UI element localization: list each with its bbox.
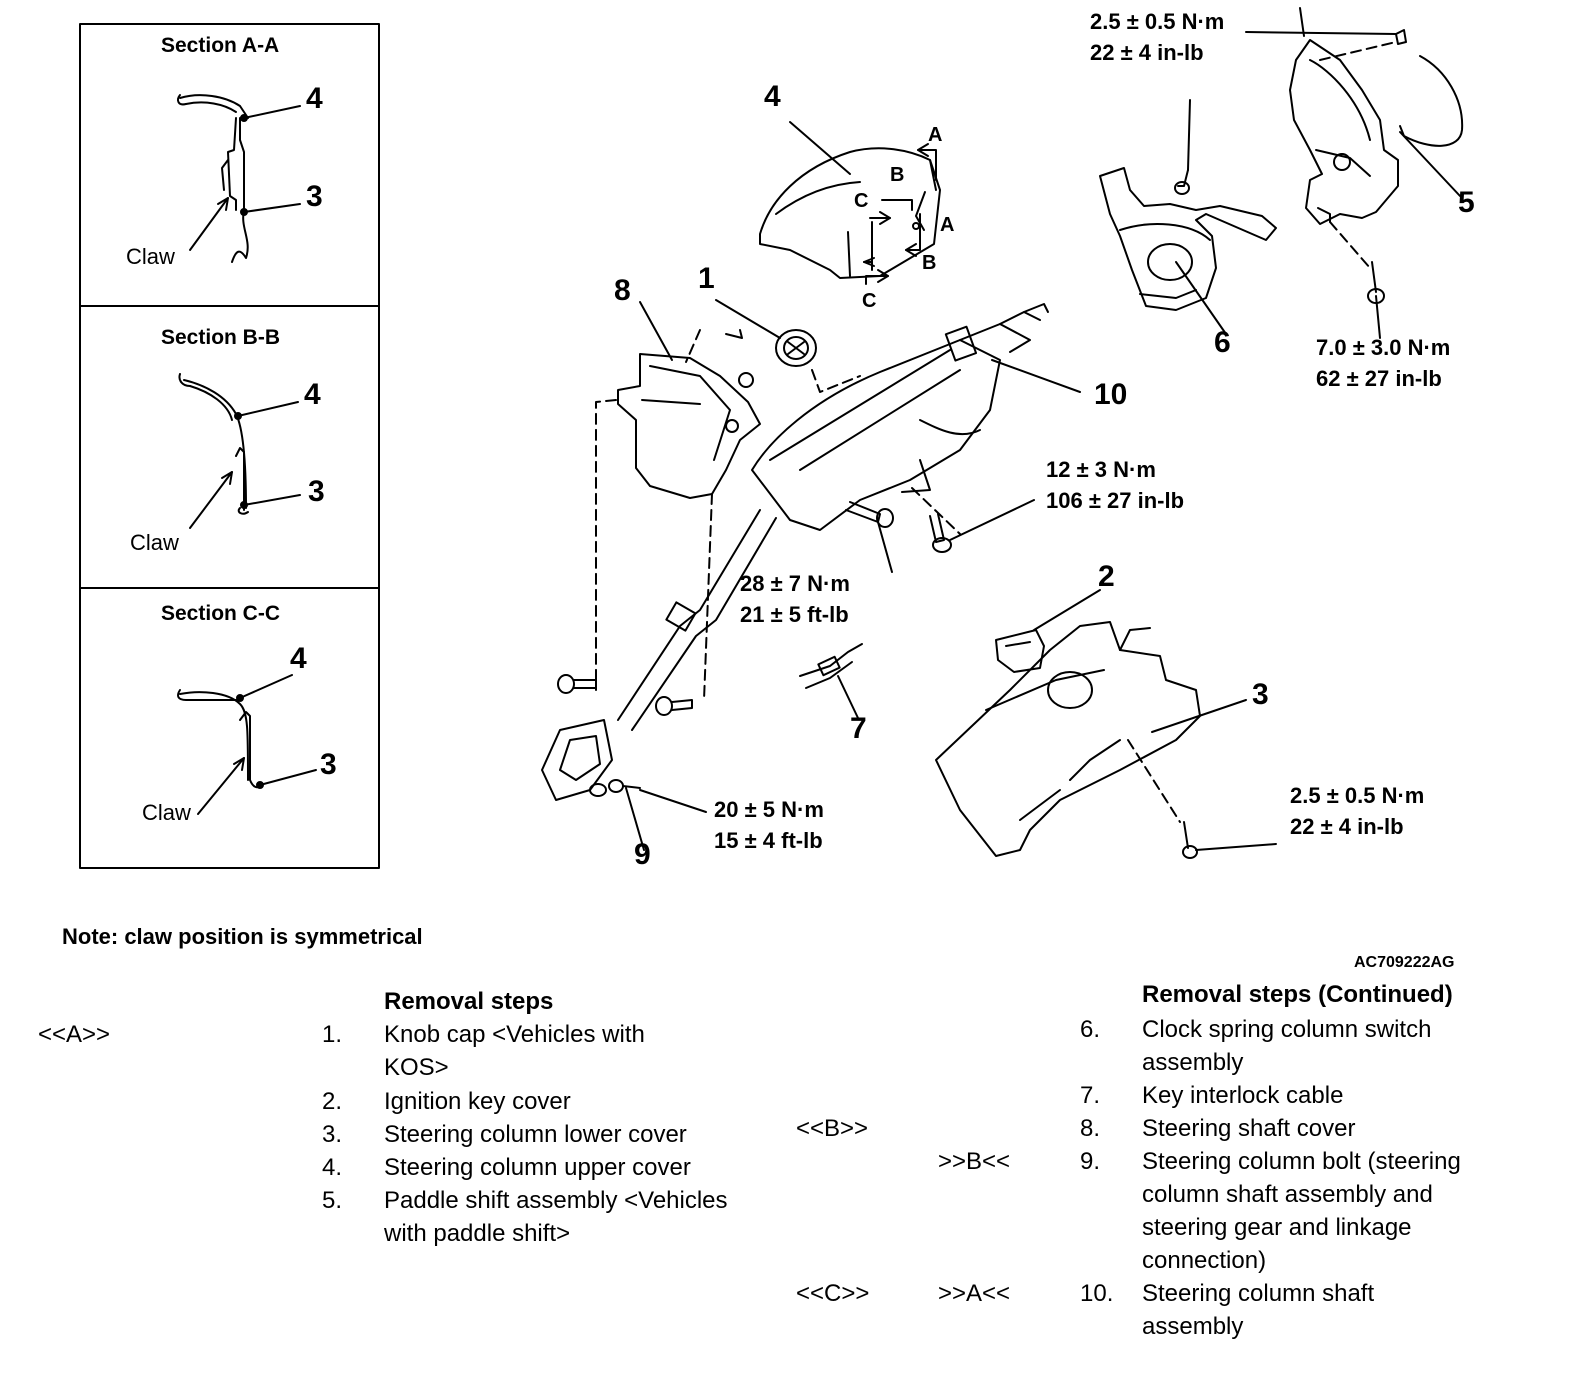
torque-lower-cover-bolt: 2.5 ± 0.5 N·m 22 ± 4 in-lb xyxy=(1290,783,1425,839)
ref-mark-b: <<B>> xyxy=(796,1115,869,1142)
step-text: Steering column shaft assembly xyxy=(1142,1280,1375,1340)
step-number: 4. xyxy=(322,1154,343,1181)
marker-a-top: A xyxy=(928,124,943,146)
step-number: 8. xyxy=(1080,1115,1101,1142)
callout-6: 6 xyxy=(1214,326,1231,359)
step-text: Knob cap <Vehicles with KOS> xyxy=(384,1021,645,1081)
removal-steps-heading: Removal steps xyxy=(384,988,554,1015)
marker-c-bottom: C xyxy=(862,290,877,312)
section-c-c-title: Section C-C xyxy=(161,602,281,625)
step-number: 6. xyxy=(1080,1016,1101,1043)
paddle-shift-part xyxy=(1289,7,1464,269)
step-text: Steering shaft cover xyxy=(1142,1115,1356,1142)
step-number: 5. xyxy=(322,1187,343,1214)
lower-cover-part xyxy=(935,621,1247,857)
section-a-a-sketch xyxy=(177,94,301,263)
key-interlock-part xyxy=(799,643,863,719)
callout-1: 1 xyxy=(698,262,715,295)
section-b-b-title: Section B-B xyxy=(161,326,281,349)
step-text: Key interlock cable xyxy=(1142,1082,1344,1109)
section-a-a-label-lower: 3 xyxy=(306,180,323,213)
section-a-a-claw-label: Claw xyxy=(126,244,175,269)
step-text: Steering column lower cover xyxy=(384,1121,687,1148)
shaft-cover-part xyxy=(595,301,761,701)
install-mark-b: >>B<< xyxy=(938,1148,1011,1175)
column-shaft-part xyxy=(541,303,1081,801)
section-c-c-sketch xyxy=(177,674,317,815)
removal-steps-continued-heading: Removal steps (Continued) xyxy=(1142,981,1453,1008)
callout-4: 4 xyxy=(764,80,781,113)
knob-cap-part xyxy=(715,299,861,393)
marker-c-top: C xyxy=(854,190,869,212)
claw-note: Note: claw position is symmetrical xyxy=(62,924,423,949)
ref-mark-c: <<C>> xyxy=(796,1280,870,1307)
step-number: 1. xyxy=(322,1021,343,1048)
section-b-b-claw-label: Claw xyxy=(130,530,179,555)
step-text: Steering column upper cover xyxy=(384,1154,691,1181)
step-text: Ignition key cover xyxy=(384,1088,571,1115)
step-number: 7. xyxy=(1080,1082,1101,1109)
marker-b-side: B xyxy=(922,252,937,274)
upper-cover-part xyxy=(759,121,941,285)
section-c-c-label-upper: 4 xyxy=(290,642,307,675)
step-text: Steering column bolt (steering column sh… xyxy=(1142,1148,1461,1274)
step-number: 10. xyxy=(1080,1280,1114,1307)
section-detail-panel xyxy=(79,23,380,869)
section-b-b-sketch xyxy=(178,373,301,529)
section-a-a-label-upper: 4 xyxy=(306,82,323,115)
fasteners xyxy=(557,29,1407,859)
torque-joint-bolt: 20 ± 5 N·m 15 ± 4 ft-lb xyxy=(714,797,824,853)
callout-7: 7 xyxy=(850,712,867,745)
section-b-b-label-lower: 3 xyxy=(308,475,325,508)
install-mark-a: >>A<< xyxy=(938,1280,1011,1307)
step-text: Clock spring column switch assembly xyxy=(1142,1016,1432,1076)
torque-shaft-bolt: 28 ± 7 N·m 21 ± 5 ft-lb xyxy=(740,571,850,627)
callout-10: 10 xyxy=(1094,378,1128,411)
torque-paddle-bolt: 7.0 ± 3.0 N·m 62 ± 27 in-lb xyxy=(1316,335,1451,391)
callout-3: 3 xyxy=(1252,678,1269,711)
torque-column-bolt: 12 ± 3 N·m 106 ± 27 in-lb xyxy=(1046,457,1185,513)
callout-5: 5 xyxy=(1458,186,1475,219)
step-text: Paddle shift assembly <Vehicles with pad… xyxy=(384,1187,728,1247)
step-number: 2. xyxy=(322,1088,343,1115)
key-cover-part xyxy=(995,589,1101,673)
section-c-c-label-lower: 3 xyxy=(320,748,337,781)
section-b-b-label-upper: 4 xyxy=(304,378,321,411)
marker-b-top: B xyxy=(890,164,905,186)
callout-9: 9 xyxy=(634,838,651,871)
clock-spring-part xyxy=(1099,167,1277,335)
step-number: 3. xyxy=(322,1121,343,1148)
section-c-c-claw-label: Claw xyxy=(142,800,191,825)
figure-code: AC709222AG xyxy=(1354,954,1455,971)
section-a-a-title: Section A-A xyxy=(161,34,280,57)
ref-mark-a: <<A>> xyxy=(38,1021,111,1048)
callout-8: 8 xyxy=(614,274,631,307)
callout-2: 2 xyxy=(1098,560,1115,593)
marker-a-side: A xyxy=(940,214,955,236)
step-number: 9. xyxy=(1080,1148,1101,1175)
torque-top-bolt: 2.5 ± 0.5 N·m 22 ± 4 in-lb xyxy=(1090,9,1225,65)
